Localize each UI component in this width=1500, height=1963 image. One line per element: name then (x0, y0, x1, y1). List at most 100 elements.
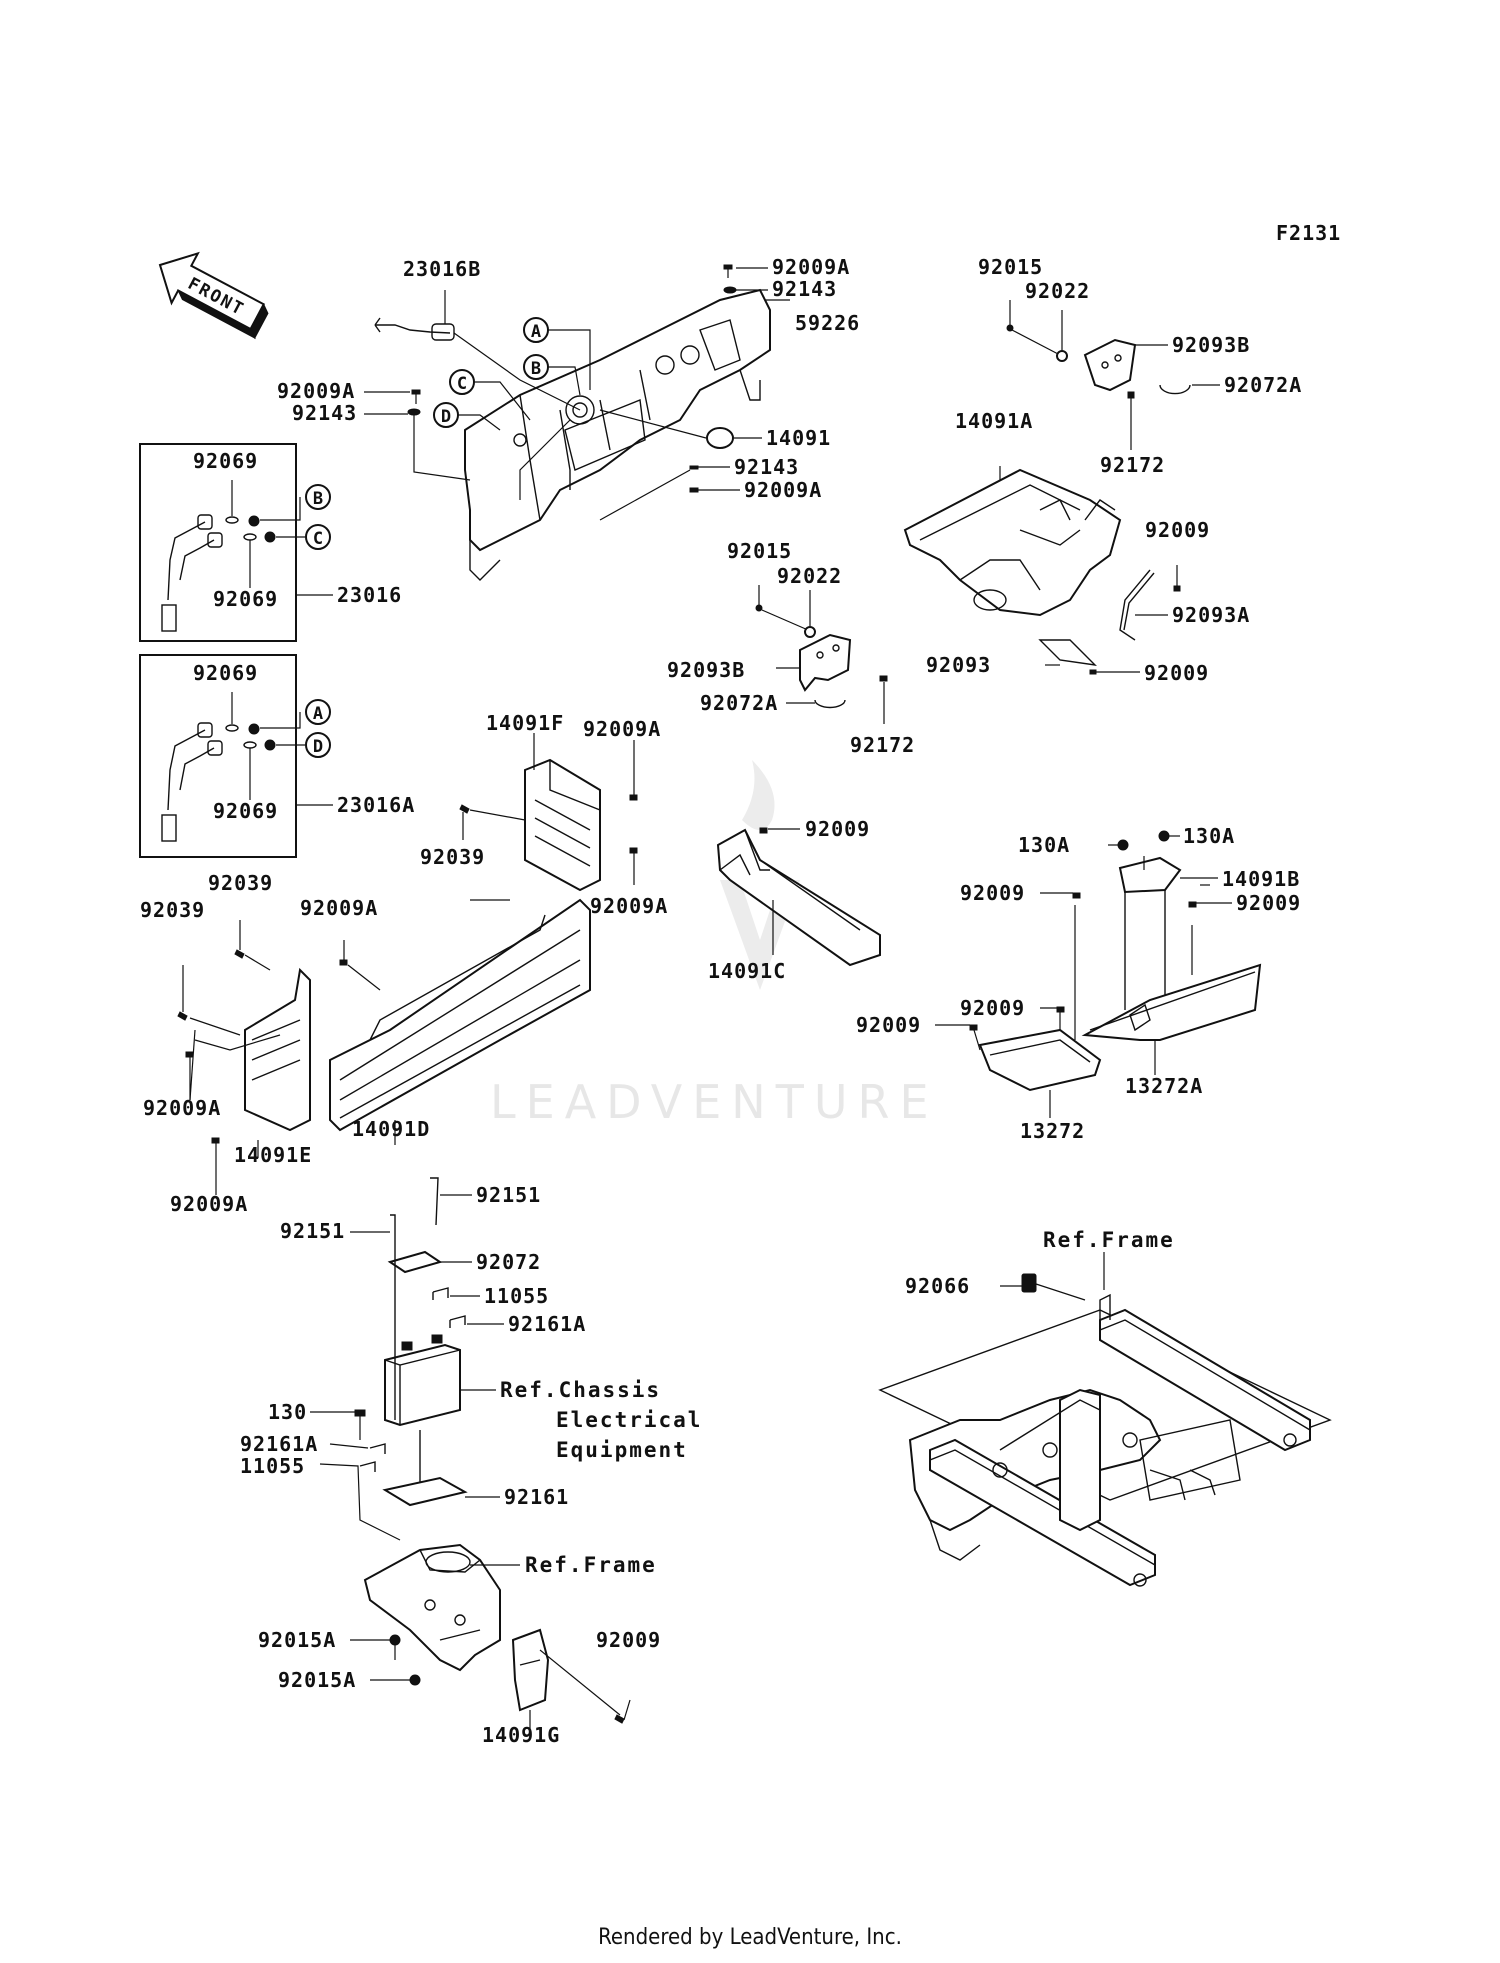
label-92039-2: 92039 (208, 871, 273, 895)
callout-D-text: D (441, 407, 451, 427)
label-92072A-1: 92072A (1224, 373, 1302, 397)
label-92172-1: 92172 (1100, 453, 1165, 477)
label-92009A-2: 92009A (277, 379, 355, 403)
cover-14091E (244, 967, 311, 1158)
frame-bracket-bottom-left (350, 1543, 631, 1735)
label-92093: 92093 (926, 653, 991, 677)
label-92022-1: 92022 (1025, 279, 1090, 303)
label-92009A-6: 92009A (300, 896, 378, 920)
label-92093A: 92093A (1172, 603, 1250, 627)
label-92172-2: 92172 (850, 733, 915, 757)
callout-A-text: A (531, 322, 541, 342)
label-92039-1: 92039 (420, 845, 485, 869)
ref-chassis-line2: Electrical (556, 1408, 702, 1432)
cover-14091F (459, 733, 638, 892)
box-23016 (139, 443, 333, 642)
label-92143-2: 92143 (292, 401, 357, 425)
label-92009A-7: 92009A (143, 1096, 221, 1120)
label-92066: 92066 (905, 1274, 970, 1298)
callout-D-box-text: D (313, 737, 323, 757)
ref-frame-bottom: Ref.Frame (525, 1553, 657, 1577)
label-92143-1: 92143 (772, 277, 837, 301)
label-14091E: 14091E (234, 1143, 312, 1167)
label-92069-1: 92069 (193, 449, 258, 473)
label-92161A-2: 92161A (240, 1432, 318, 1456)
bracket-92093B-center (755, 585, 888, 724)
fasteners-right-middle (935, 830, 1232, 1051)
label-14091A: 14091A (955, 409, 1033, 433)
dashboard-59226 (464, 288, 790, 581)
label-14091C: 14091C (708, 959, 786, 983)
label-92009-2: 92009 (1144, 661, 1209, 685)
label-92015-1: 92015 (978, 255, 1043, 279)
label-92009A-8: 92009A (170, 1192, 248, 1216)
box-23016A (139, 654, 333, 858)
ref-chassis-line1: Ref.Chassis (500, 1378, 661, 1402)
harness-23016B (374, 290, 581, 411)
callout-B-text: B (531, 359, 541, 379)
label-14091F: 14091F (486, 711, 564, 735)
label-11055-2: 11055 (240, 1454, 305, 1478)
label-130: 130 (268, 1400, 307, 1424)
label-92009-3: 92009 (805, 817, 870, 841)
rod-92093A (1119, 569, 1168, 641)
plate-13272A (1074, 884, 1262, 1075)
callout-D-top: D (433, 402, 459, 428)
label-92015-2: 92015 (727, 539, 792, 563)
bracket-92093B-top (1083, 338, 1168, 392)
watermark-text: LEADVENTURE (490, 1075, 939, 1129)
label-130A-1: 130A (1018, 833, 1070, 857)
footer-credit: Rendered by LeadVenture, Inc. (598, 1925, 902, 1950)
label-92069-4: 92069 (213, 799, 278, 823)
callout-C-text: C (457, 374, 467, 394)
label-92009A-5: 92009A (590, 894, 668, 918)
diagram-code: F2131 (1276, 221, 1341, 245)
label-13272A: 13272A (1125, 1074, 1203, 1098)
ref-chassis-line3: Equipment (556, 1438, 688, 1462)
label-92093B-1: 92093B (1172, 333, 1250, 357)
callout-B-box-text: B (313, 489, 323, 509)
fasteners-middle-left (177, 920, 381, 1195)
label-92009A-1: 92009A (772, 255, 850, 279)
frame-bottom-right (878, 1252, 1332, 1587)
callout-C-box-text: C (313, 529, 323, 549)
callout-B-box: B (305, 484, 331, 510)
label-92009-8: 92009 (596, 1628, 661, 1652)
label-14091D: 14091D (352, 1117, 430, 1141)
label-92069-2: 92069 (213, 587, 278, 611)
fasteners-top-center (364, 264, 768, 521)
label-92015A-1: 92015A (258, 1628, 336, 1652)
rod-92093 (1038, 639, 1097, 666)
callout-A-box-text: A (313, 704, 323, 724)
cover-14091C (716, 827, 881, 967)
label-130A-2: 130A (1183, 824, 1235, 848)
label-92093B-2: 92093B (667, 658, 745, 682)
callout-C-top: C (449, 369, 475, 395)
label-92009-6: 92009 (960, 996, 1025, 1020)
label-14091: 14091 (766, 426, 831, 450)
callout-C-box: C (305, 524, 331, 550)
label-92072: 92072 (476, 1250, 541, 1274)
callout-B-top: B (523, 354, 549, 380)
label-14091B: 14091B (1222, 867, 1300, 891)
label-23016A: 23016A (337, 793, 415, 817)
label-14091G: 14091G (482, 1723, 560, 1747)
callout-D-box: D (305, 732, 331, 758)
label-13272: 13272 (1020, 1119, 1085, 1143)
callout-A-top: A (523, 317, 549, 343)
clip-92072A-top (1159, 384, 1220, 395)
plate-13272 (978, 1010, 1102, 1118)
label-92009-5: 92009 (1236, 891, 1301, 915)
callout-leaders (458, 329, 591, 431)
plug-14091 (599, 409, 762, 449)
label-92009A-4: 92009A (583, 717, 661, 741)
label-92009-7: 92009 (856, 1013, 921, 1037)
label-92015A-2: 92015A (278, 1668, 356, 1692)
label-11055-1: 11055 (484, 1284, 549, 1308)
battery-area (310, 1177, 504, 1541)
label-92069-3: 92069 (193, 661, 258, 685)
cover-14091A (903, 466, 1122, 617)
label-92009A-3: 92009A (744, 478, 822, 502)
label-59226: 59226 (795, 311, 860, 335)
